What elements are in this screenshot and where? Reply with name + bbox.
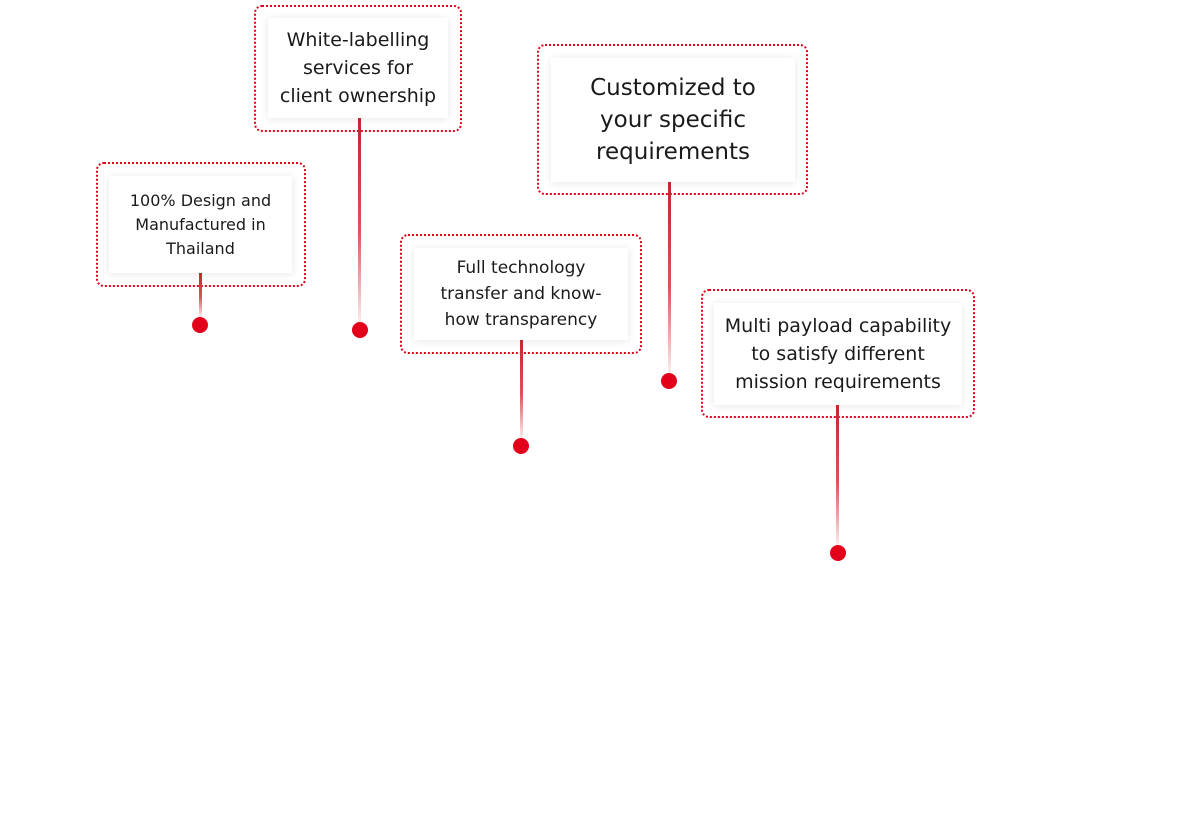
feature-text: White-labelling services for client owne… [279,29,437,107]
connector-line [520,340,523,438]
feature-card: White-labelling services for client owne… [268,18,448,118]
feature-card: Customized to your specific requirements [551,58,795,182]
feature-text: Full technology transfer and know-how tr… [440,258,602,330]
marker-dot [513,438,529,454]
feature-text: Multi payload capability to satisfy diff… [724,315,952,393]
connector-line [199,273,202,317]
feature-card: 100% Design and Manufactured in Thailand [109,176,292,273]
feature-card: Multi payload capability to satisfy diff… [714,303,962,405]
feature-card: Full technology transfer and know-how tr… [414,248,628,340]
marker-dot [352,322,368,338]
connector-line [668,182,671,373]
connector-line [836,405,839,545]
dotted-frame [537,44,808,195]
feature-text: 100% Design and Manufactured in Thailand [129,190,272,258]
feature-text: Customized to your specific requirements [590,75,756,165]
marker-dot [661,373,677,389]
marker-dot [830,545,846,561]
connector-line [358,118,361,322]
marker-dot [192,317,208,333]
